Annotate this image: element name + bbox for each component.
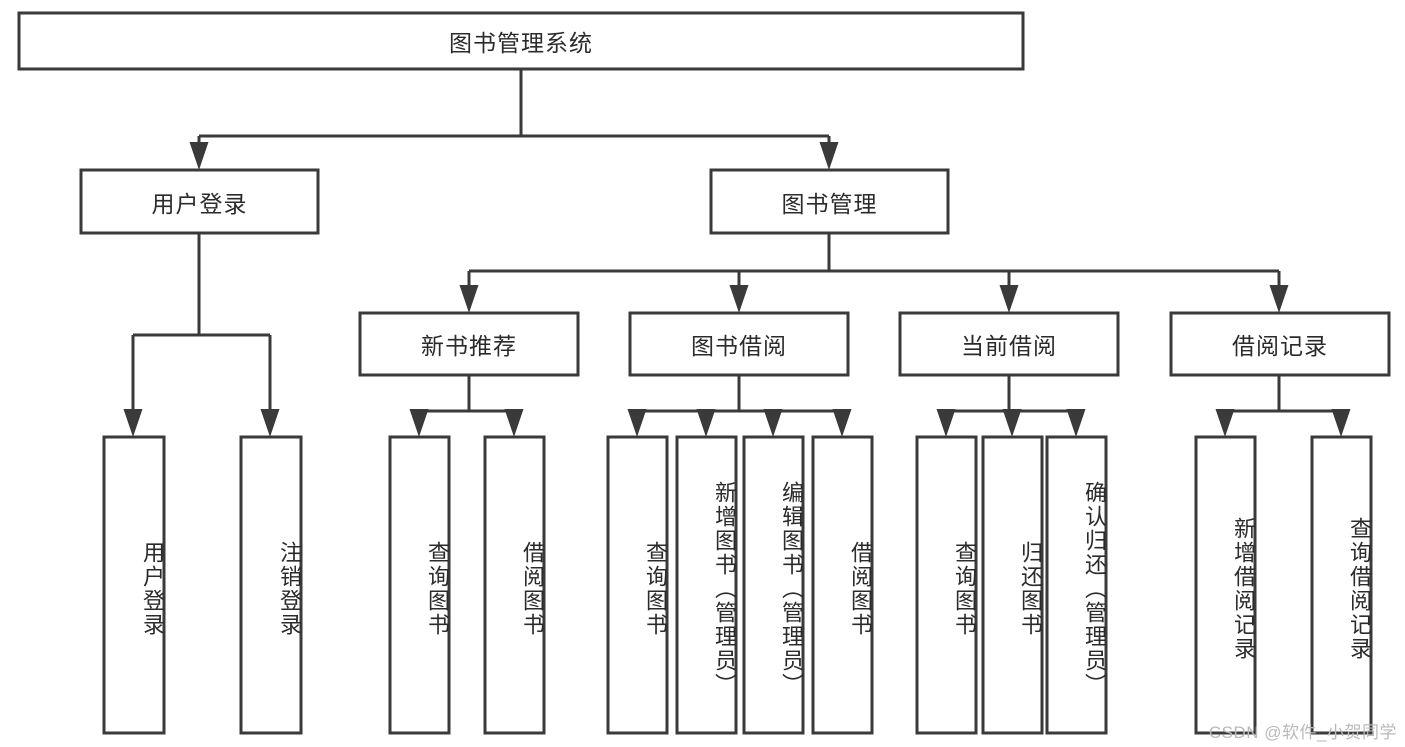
node-box-leaf-6[interactable] [742, 435, 805, 735]
arrow-head-icon [999, 285, 1019, 313]
node-box-root-0[interactable] [17, 11, 1025, 71]
connector-root-to-level2 [189, 69, 839, 170]
arrow-head-icon [1269, 285, 1289, 313]
node-box-level3-3[interactable] [1169, 311, 1391, 377]
node-box-level3-0[interactable] [358, 311, 580, 377]
connector-records-to-leaves [1215, 375, 1351, 437]
arrow-head-icon [1331, 409, 1351, 437]
arrow-head-icon [260, 409, 280, 437]
arrow-head-icon [729, 285, 749, 313]
arrow-head-icon [696, 409, 716, 437]
node-box-leaf-0[interactable] [102, 435, 166, 735]
node-box-leaf-10[interactable] [1045, 435, 1108, 735]
arrow-head-icon [123, 409, 143, 437]
node-box-leaf-3[interactable] [483, 435, 546, 735]
node-box-leaf-4[interactable] [606, 435, 669, 735]
node-box-leaf-2[interactable] [388, 435, 451, 735]
arrow-head-icon [832, 409, 852, 437]
node-box-leaf-11[interactable] [1194, 435, 1257, 735]
arrow-head-icon [1066, 409, 1086, 437]
arrow-head-icon [627, 409, 647, 437]
node-box-level2-1[interactable] [709, 168, 950, 235]
arrow-head-icon [1215, 409, 1235, 437]
watermark-text: CSDN @软件_小贺同学 [1208, 723, 1397, 742]
arrow-head-icon [1002, 409, 1022, 437]
node-box-layer [17, 11, 1391, 735]
node-box-leaf-1[interactable] [239, 435, 303, 735]
arrow-head-icon [409, 409, 429, 437]
node-box-leaf-12[interactable] [1310, 435, 1373, 735]
node-box-leaf-5[interactable] [675, 435, 738, 735]
arrow-head-icon [936, 409, 956, 437]
connector-layer [123, 69, 1351, 437]
arrow-head-icon [504, 409, 524, 437]
node-box-leaf-7[interactable] [811, 435, 874, 735]
node-box-level3-2[interactable] [898, 311, 1120, 377]
arrow-head-icon [763, 409, 783, 437]
arrow-head-icon [459, 285, 479, 313]
arrow-head-icon [819, 142, 839, 170]
node-box-level3-1[interactable] [628, 311, 850, 377]
connector-new-book-to-leaves [409, 375, 524, 437]
node-box-level2-0[interactable] [79, 168, 320, 235]
connector-user-login-to-leaves [123, 233, 280, 437]
connector-book-mgmt-to-level3 [459, 233, 1289, 313]
connector-current-borrow-to-leaves [936, 375, 1086, 437]
node-box-leaf-9[interactable] [981, 435, 1044, 735]
connector-borrow-to-leaves [627, 375, 852, 437]
arrow-head-icon [189, 142, 209, 170]
node-box-leaf-8[interactable] [915, 435, 978, 735]
